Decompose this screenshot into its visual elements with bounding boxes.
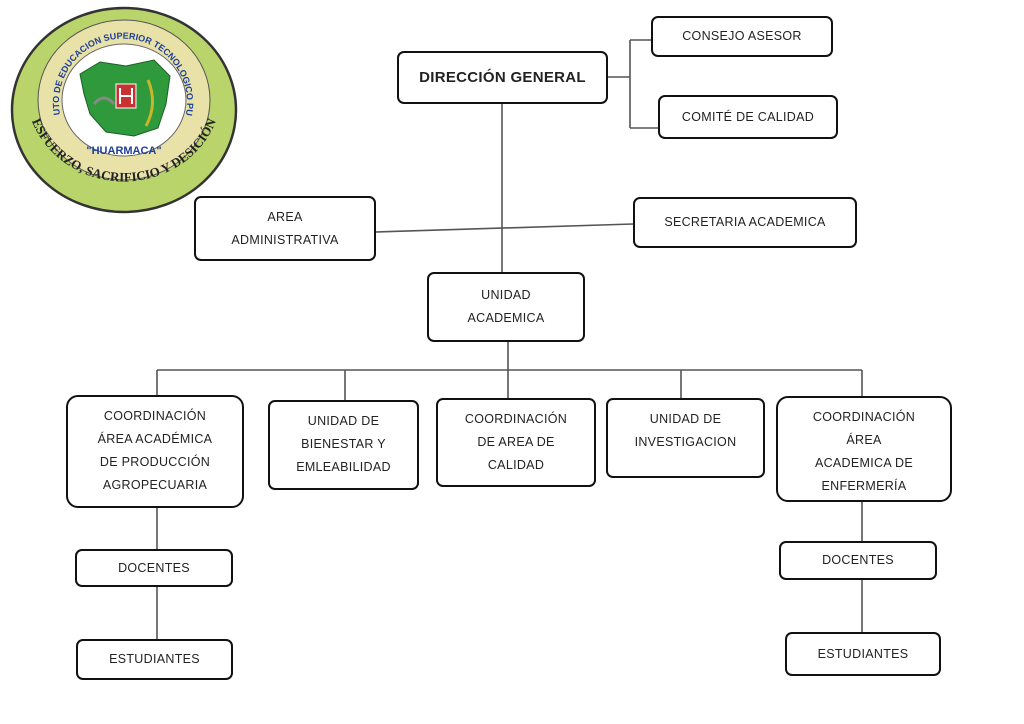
box-estudiantes-left: ESTUDIANTES (76, 639, 233, 680)
box-docentes-right: DOCENTES (779, 541, 937, 580)
box-coordinacion-calidad: COORDINACIÓN DE AREA DE CALIDAD (436, 398, 596, 487)
box-area-administrativa: AREA ADMINISTRATIVA (194, 196, 376, 261)
box-secretaria-academica: SECRETARIA ACADEMICA (633, 197, 857, 248)
connector-academica-bus (157, 342, 862, 371)
box-coordinacion-agropecuaria: COORDINACIÓN ÁREA ACADÉMICA DE PRODUCCIÓ… (66, 395, 244, 508)
box-unidad-academica: UNIDAD ACADEMICA (427, 272, 585, 342)
box-consejo-asesor: CONSEJO ASESOR (651, 16, 833, 57)
box-comite-calidad: COMITÉ DE CALIDAD (658, 95, 838, 139)
connector-direccion-advisors (608, 39, 658, 129)
box-coordinacion-enfermeria: COORDINACIÓN ÁREA ACADEMICA DE ENFERMERÍ… (776, 396, 952, 502)
institute-logo: INSTITUTO DE EDUCACION SUPERIOR TECNOLOG… (8, 4, 238, 214)
logo-name: "HUARMACA" (86, 145, 161, 157)
box-docentes-left: DOCENTES (75, 549, 233, 587)
connector-staff (375, 223, 634, 233)
box-direccion-general: DIRECCIÓN GENERAL (397, 51, 608, 104)
connector-drops (156, 370, 863, 400)
box-estudiantes-right: ESTUDIANTES (785, 632, 941, 676)
box-unidad-bienestar: UNIDAD DE BIENESTAR Y EMLEABILIDAD (268, 400, 419, 490)
box-unidad-investigacion: UNIDAD DE INVESTIGACION (606, 398, 765, 478)
